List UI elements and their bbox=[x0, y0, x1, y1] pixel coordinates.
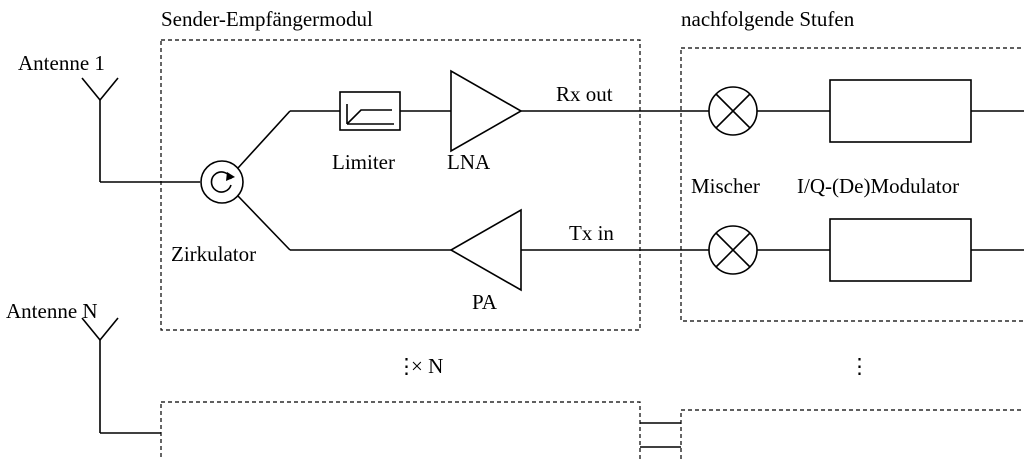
lna-icon bbox=[450, 69, 523, 153]
transceiver-module-box-n bbox=[160, 401, 641, 459]
antenna-n-label: Antenne N bbox=[6, 299, 98, 323]
circulator-icon bbox=[200, 160, 244, 204]
iq-modulator-tx-block bbox=[829, 218, 972, 282]
circulator-label: Zirkulator bbox=[171, 242, 256, 266]
limiter-icon bbox=[339, 91, 401, 131]
rx-path-line-1 bbox=[237, 110, 291, 169]
repeat-dots-right: ⋮ bbox=[849, 354, 870, 378]
mixer-rx-icon bbox=[708, 86, 758, 136]
mixer-tx-icon bbox=[708, 225, 758, 275]
tx-in-label: Tx in bbox=[569, 221, 614, 245]
transceiver-module-box bbox=[160, 39, 641, 331]
antenna-1-icon bbox=[81, 77, 119, 182]
rx-out-label: Rx out bbox=[556, 82, 613, 106]
stages-title: nachfolgende Stufen bbox=[681, 7, 855, 31]
subsequent-stages-box bbox=[680, 47, 1024, 322]
antenna-1-label: Antenne 1 bbox=[18, 51, 105, 75]
antenna-n-icon bbox=[81, 317, 119, 433]
limiter-label: Limiter bbox=[332, 150, 395, 174]
repeat-n-label: × N bbox=[411, 354, 443, 378]
pa-label: PA bbox=[472, 290, 498, 314]
mixer-label: Mischer bbox=[691, 174, 760, 198]
repeat-dots-left: ⋮ bbox=[396, 354, 417, 378]
iq-modulator-label: I/Q-(De)Modulator bbox=[797, 174, 959, 198]
lna-label: LNA bbox=[447, 150, 491, 174]
tx-path-line-1 bbox=[237, 195, 291, 251]
module-title: Sender-Empfängermodul bbox=[161, 7, 373, 31]
subsequent-stages-box-n bbox=[680, 409, 1024, 459]
iq-modulator-rx-block bbox=[829, 79, 972, 143]
pa-icon bbox=[449, 208, 522, 292]
